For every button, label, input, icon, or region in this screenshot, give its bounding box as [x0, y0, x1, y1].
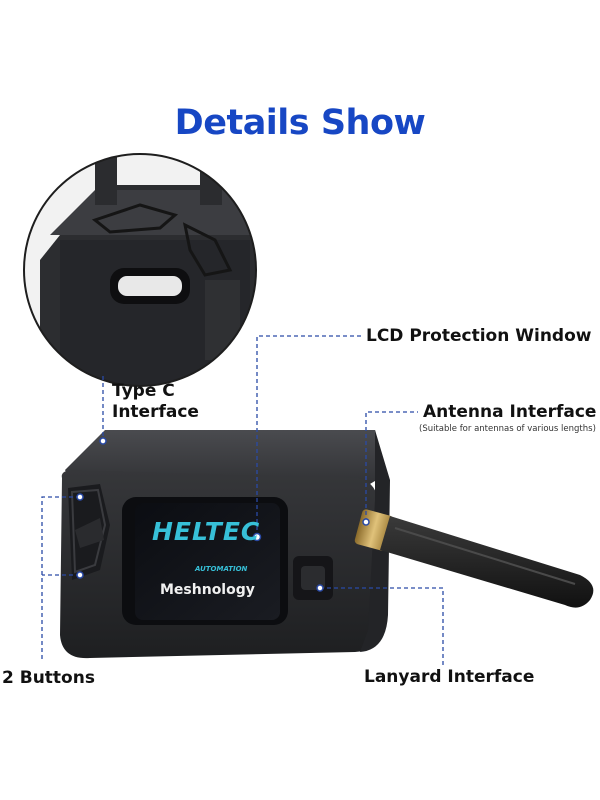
- screen-logo-subtitle: AUTOMATION: [195, 565, 248, 573]
- antenna: [354, 509, 594, 608]
- screen-text: Meshnology: [160, 582, 255, 598]
- antenna-interface-label: Antenna Interface: [423, 402, 597, 422]
- type-c-label-line2: Interface: [112, 402, 199, 422]
- page-title: Details Show: [174, 103, 426, 143]
- buttons-label: 2 Buttons: [2, 668, 95, 688]
- callout-dots: [76, 437, 370, 592]
- callout-lines: [41, 335, 444, 665]
- antenna-interface-note: (Suitable for antennas of various length…: [419, 424, 596, 434]
- screen-logo: HELTEC: [152, 517, 261, 546]
- lanyard-interface-label: Lanyard Interface: [364, 667, 535, 687]
- lcd-window-label: LCD Protection Window: [366, 326, 592, 346]
- zoom-circle: [23, 153, 257, 387]
- type-c-label-line1: Type C: [112, 381, 175, 401]
